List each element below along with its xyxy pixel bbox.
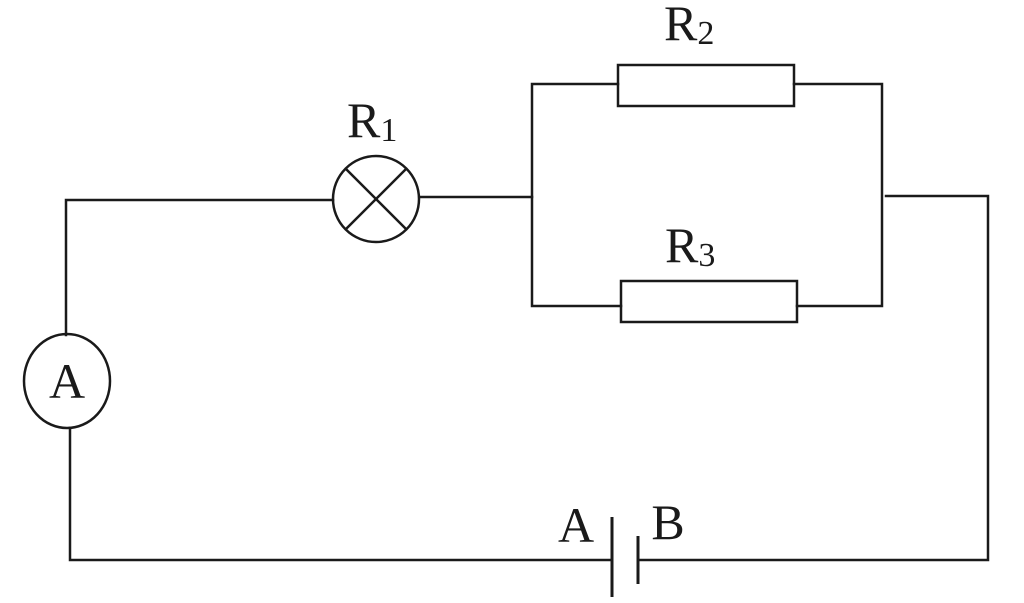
wire-right-branch <box>792 82 884 308</box>
ammeter: A <box>22 332 112 430</box>
label-r1-subscript: 1 <box>380 112 397 149</box>
wire-right-side <box>636 194 990 562</box>
label-r1-letter: R <box>347 92 381 148</box>
wire-ammeter-to-lamp <box>64 198 335 337</box>
label-r3-subscript: 3 <box>698 237 715 274</box>
ammeter-circle <box>22 332 112 430</box>
wires <box>64 82 990 562</box>
ammeter-label: A <box>49 353 85 409</box>
label-r2-letter: R <box>664 0 698 51</box>
battery-terminal-b-label: B <box>651 494 684 550</box>
wire-bottom-left <box>68 426 614 562</box>
battery: A B <box>558 494 685 597</box>
battery-terminal-a-label: A <box>558 497 594 553</box>
label-r2: R2 <box>664 0 714 52</box>
resistor-r2 <box>616 63 796 108</box>
label-r3-letter: R <box>665 217 699 273</box>
resistor-r3 <box>619 279 799 324</box>
label-r3: R3 <box>665 217 715 274</box>
lamp-r1-symbol <box>331 154 421 244</box>
wire-left-branch <box>530 82 623 308</box>
label-r1: R1 <box>347 92 397 149</box>
label-r2-subscript: 2 <box>697 15 714 52</box>
